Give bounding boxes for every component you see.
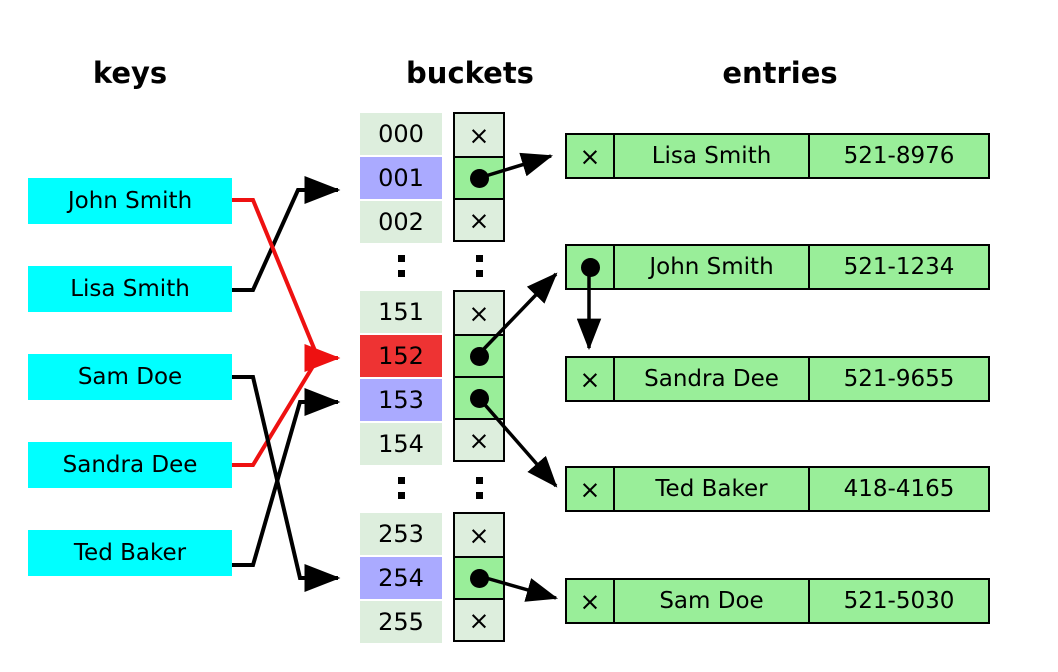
null-pointer-icon: ×	[579, 586, 601, 616]
pointer-dot-icon	[469, 346, 489, 366]
bucket-index-000[interactable]: 000	[360, 113, 442, 155]
bucket-slot-254[interactable]	[455, 556, 503, 598]
entry-next-pointer: ×	[567, 358, 615, 400]
bucket-index-label: 002	[378, 208, 424, 236]
key-box-lisa-smith[interactable]: Lisa Smith	[28, 266, 232, 312]
key-label: Ted Baker	[73, 540, 187, 566]
null-pointer-icon: ×	[468, 298, 490, 328]
null-pointer-icon: ×	[468, 520, 490, 550]
key-label: Sandra Dee	[62, 452, 198, 478]
bucket-index-label: 255	[378, 608, 424, 636]
bucket-slot-002[interactable]: ×	[455, 198, 503, 240]
link-sandra-dee-to-152	[232, 356, 320, 467]
bucket-slot-001[interactable]	[455, 156, 503, 198]
bucket-index-label: 253	[378, 520, 424, 548]
column-header-buckets: buckets	[406, 56, 534, 90]
entry-row-sam-doe[interactable]: × Sam Doe 521-5030	[565, 578, 990, 624]
bucket-slot-152[interactable]	[455, 334, 503, 376]
bucket-index-254[interactable]: 254	[360, 557, 442, 599]
null-pointer-icon: ×	[468, 425, 490, 455]
bucket-index-151[interactable]: 151	[360, 291, 442, 333]
null-pointer-icon: ×	[468, 205, 490, 235]
bucket-slot-154[interactable]: ×	[455, 418, 503, 460]
entry-phone: 521-8976	[843, 143, 955, 169]
entry-row-john-smith[interactable]: John Smith 521-1234	[565, 244, 990, 290]
bucket-slot-255[interactable]: ×	[455, 598, 503, 640]
null-pointer-icon: ×	[579, 141, 601, 171]
ellipsis-index-bottom	[394, 477, 408, 499]
link-lisa-smith-to-001	[232, 176, 341, 292]
bucket-index-label: 001	[378, 164, 424, 192]
bucket-index-label: 154	[378, 430, 424, 458]
ellipsis-index-top	[394, 255, 408, 277]
link-john-smith-to-152	[232, 198, 320, 359]
bucket-slot-153[interactable]	[455, 376, 503, 418]
bucket-slot-group-0: × ×	[453, 112, 505, 242]
key-box-ted-baker[interactable]: Ted Baker	[28, 530, 232, 576]
pointer-dot-icon	[469, 568, 489, 588]
pointer-dot-icon	[469, 168, 489, 188]
bucket-index-154[interactable]: 154	[360, 423, 442, 465]
null-pointer-icon: ×	[579, 364, 601, 394]
key-box-sam-doe[interactable]: Sam Doe	[28, 354, 232, 400]
entry-next-pointer: ×	[567, 468, 615, 510]
entry-name: Lisa Smith	[615, 135, 810, 177]
entry-name: John Smith	[615, 246, 810, 288]
entry-next-pointer	[567, 246, 615, 288]
bucket-index-253[interactable]: 253	[360, 513, 442, 555]
null-pointer-icon: ×	[579, 474, 601, 504]
bucket-index-153[interactable]: 153	[360, 379, 442, 421]
ellipsis-slot-top	[472, 255, 486, 277]
ellipsis-slot-bottom	[472, 477, 486, 499]
entry-row-ted-baker[interactable]: × Ted Baker 418-4165	[565, 466, 990, 512]
entry-phone: 521-9655	[843, 366, 955, 392]
key-label: John Smith	[67, 188, 193, 214]
entry-phone: 521-5030	[843, 588, 955, 614]
pointer-dot-icon	[469, 388, 489, 408]
bucket-index-label: 153	[378, 386, 424, 414]
key-label: Sam Doe	[77, 364, 183, 390]
column-header-keys: keys	[92, 56, 168, 90]
bucket-index-152[interactable]: 152	[360, 335, 442, 377]
bucket-slot-151[interactable]: ×	[455, 292, 503, 334]
column-header-entries: entries	[722, 56, 838, 90]
bucket-index-label: 151	[378, 298, 424, 326]
link-ted-baker-to-153	[232, 388, 341, 567]
bucket-slot-000[interactable]: ×	[455, 114, 503, 156]
key-box-sandra-dee[interactable]: Sandra Dee	[28, 442, 232, 488]
null-pointer-icon: ×	[468, 605, 490, 635]
bucket-index-label: 254	[378, 564, 424, 592]
entry-next-pointer: ×	[567, 580, 615, 622]
entry-phone: 521-1234	[843, 254, 955, 280]
key-box-john-smith[interactable]: John Smith	[28, 178, 232, 224]
pointer-dot-icon	[580, 257, 600, 277]
bucket-slot-group-2: × ×	[453, 512, 505, 642]
entry-row-lisa-smith[interactable]: × Lisa Smith 521-8976	[565, 133, 990, 179]
bucket-index-001[interactable]: 001	[360, 157, 442, 199]
entry-next-pointer: ×	[567, 135, 615, 177]
bucket-index-label: 152	[378, 342, 424, 370]
bucket-index-label: 000	[378, 120, 424, 148]
link-sam-doe-to-254	[232, 375, 341, 592]
entry-name: Ted Baker	[615, 468, 810, 510]
key-label: Lisa Smith	[70, 276, 190, 302]
bucket-index-255[interactable]: 255	[360, 601, 442, 643]
bucket-index-002[interactable]: 002	[360, 201, 442, 243]
null-pointer-icon: ×	[468, 120, 490, 150]
bucket-slot-253[interactable]: ×	[455, 514, 503, 556]
entry-name: Sandra Dee	[615, 358, 810, 400]
bucket-slot-group-1: × ×	[453, 290, 505, 462]
entry-name: Sam Doe	[615, 580, 810, 622]
entry-row-sandra-dee[interactable]: × Sandra Dee 521-9655	[565, 356, 990, 402]
entry-phone: 418-4165	[843, 476, 955, 502]
